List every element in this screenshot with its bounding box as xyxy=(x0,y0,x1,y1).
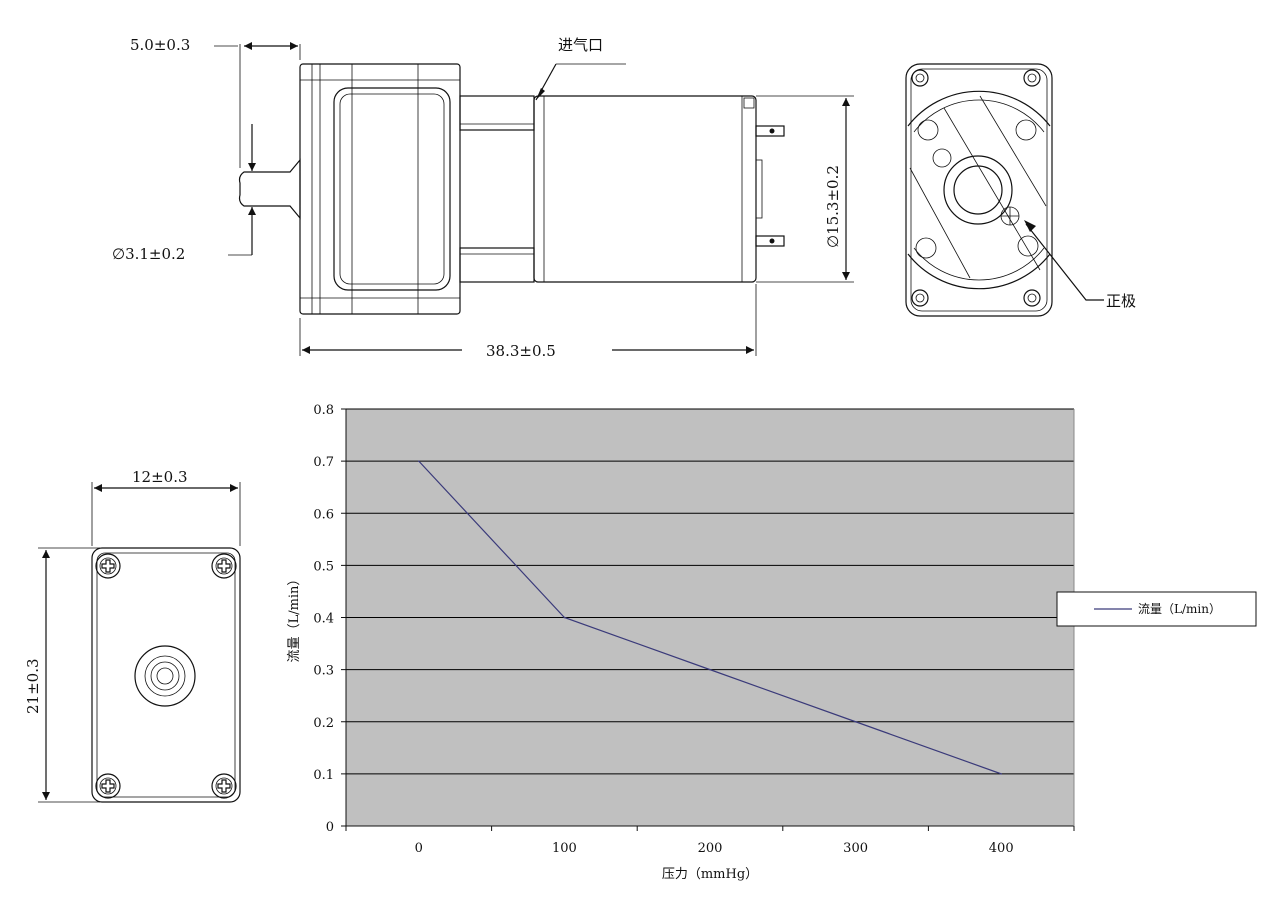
x-tick-label: 400 xyxy=(989,841,1014,856)
y-axis-label: 流量（L/min） xyxy=(287,573,302,663)
data-point xyxy=(418,460,420,462)
dim-shaft-length: 5.0±0.3 xyxy=(130,36,190,54)
data-point xyxy=(563,616,566,619)
side-view: 5.0±0.3 ∅3.1±0.2 38.3±0.5 ∅15.3±0.2 进气口 xyxy=(112,36,854,360)
data-point xyxy=(1000,773,1002,775)
y-tick-label: 0.7 xyxy=(313,455,334,470)
y-tick-label: 0.4 xyxy=(313,612,334,627)
legend-box xyxy=(1056,591,1257,627)
dim-total-length: 38.3±0.5 xyxy=(486,342,556,360)
x-tick-label: 0 xyxy=(415,841,423,856)
dim-shaft-diameter: ∅3.1±0.2 xyxy=(112,245,185,263)
positive-label: 正极 xyxy=(1106,292,1136,310)
legend: 流量（L/min） xyxy=(1056,591,1257,627)
y-tick-label: 0.5 xyxy=(313,559,334,574)
y-tick-labels: 0 0.1 0.2 0.3 0.4 0.5 0.6 0.7 0.8 xyxy=(313,403,334,835)
dim-width: 12±0.3 xyxy=(132,468,188,486)
legend-label: 流量（L/min） xyxy=(1138,602,1221,616)
data-point xyxy=(854,720,857,723)
dim-height: 21±0.3 xyxy=(24,658,42,714)
y-tick-label: 0.3 xyxy=(313,664,334,679)
x-tick-label: 300 xyxy=(843,841,868,856)
x-tick-label: 200 xyxy=(698,841,723,856)
x-tick-label: 100 xyxy=(552,841,577,856)
dim-motor-diameter: ∅15.3±0.2 xyxy=(824,165,842,248)
data-point xyxy=(709,668,711,671)
y-tick-label: 0.1 xyxy=(313,768,334,783)
y-tick-label: 0 xyxy=(326,820,334,835)
x-axis-label: 压力（mmHg） xyxy=(662,867,758,882)
y-tick-label: 0.8 xyxy=(313,403,334,418)
y-tick-label: 0.6 xyxy=(313,507,334,522)
y-tick-label: 0.2 xyxy=(313,716,334,731)
inlet-label: 进气口 xyxy=(558,36,603,54)
series-layer xyxy=(418,460,1002,775)
x-tick-labels: 0 100 200 300 400 xyxy=(415,841,1014,856)
front-view: 12±0.3 21±0.3 xyxy=(24,468,241,803)
end-view: 正极 xyxy=(905,63,1136,317)
